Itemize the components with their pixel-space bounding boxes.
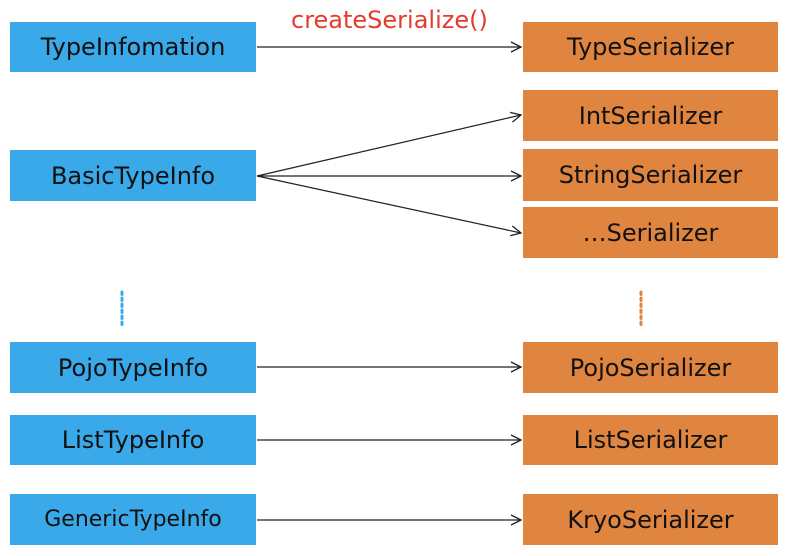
string-serializer-box: StringSerializer	[523, 149, 778, 201]
list-serializer-box: ListSerializer	[523, 415, 778, 465]
create-serialize-label: createSerialize()	[291, 6, 488, 34]
int-serializer-box: IntSerializer	[523, 90, 778, 141]
arrow-basic-to-int	[256, 115, 521, 177]
arrow-basic-to-etc	[256, 175, 521, 233]
typeinfomation-box: TypeInfomation	[10, 22, 256, 72]
pojo-typeinfo-box: PojoTypeInfo	[10, 342, 256, 393]
pojo-serializer-box: PojoSerializer	[523, 342, 778, 393]
etc-serializer-box: …Serializer	[523, 207, 778, 258]
basic-typeinfo-box: BasicTypeInfo	[10, 150, 256, 201]
list-typeinfo-box: ListTypeInfo	[10, 415, 256, 465]
kryo-serializer-box: KryoSerializer	[523, 494, 778, 545]
generic-typeinfo-box: GenericTypeInfo	[10, 494, 256, 545]
type-serializer-box: TypeSerializer	[523, 22, 778, 72]
